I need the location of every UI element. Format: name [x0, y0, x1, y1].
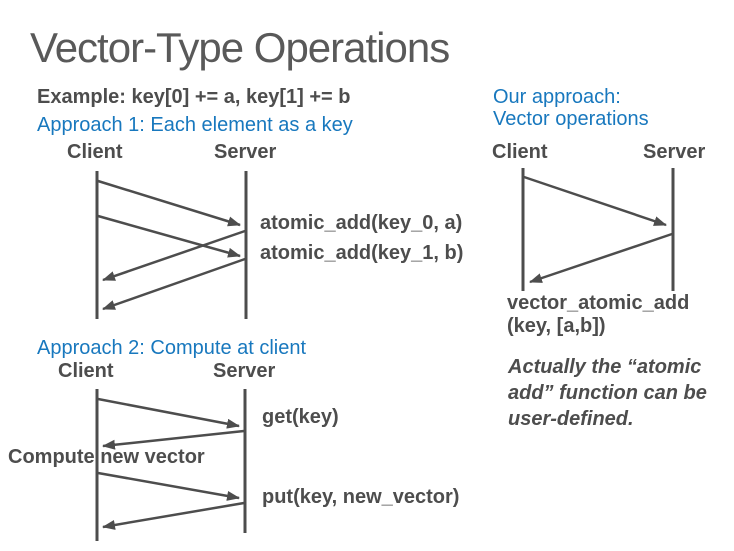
approach2-get-response-arrow	[102, 429, 245, 450]
example-text: Example: key[0] += a, key[1] += b	[37, 86, 351, 108]
approach1-request-arrow-1	[97, 179, 241, 227]
our-approach-diagram	[521, 168, 675, 291]
approach2-put-request-arrow	[97, 471, 240, 501]
approach2-compute-label: Compute new vector	[8, 446, 205, 468]
atomic-add-note: Actually the “atomic add” function can b…	[508, 356, 707, 430]
approach1-client-label: Client	[67, 141, 123, 163]
approach1-heading: Approach 1: Each element as a key	[37, 114, 353, 136]
approach1-response-arrow-2	[102, 257, 246, 311]
approach2-diagram	[95, 389, 247, 541]
approach2-get-request-arrow	[97, 397, 240, 429]
approach1-diagram	[95, 171, 248, 319]
approach2-client-label: Client	[58, 360, 114, 382]
approach1-request-arrow-2	[97, 214, 241, 258]
approach2-heading: Approach 2: Compute at client	[37, 337, 307, 359]
our-approach-message-line1: vector_atomic_add	[507, 292, 690, 314]
our-approach-request-arrow	[523, 175, 667, 227]
our-approach-response-arrow	[529, 232, 673, 284]
approach2-server-label: Server	[213, 360, 276, 382]
approach1-server-label: Server	[214, 141, 277, 163]
our-approach-client-label: Client	[492, 141, 548, 163]
slide-title: Vector-Type Operations	[30, 24, 450, 71]
approach2-put-response-arrow	[102, 501, 245, 530]
approach1-message-1: atomic_add(key_0, a)	[260, 212, 463, 234]
our-approach-heading-line2: Vector operations	[493, 108, 649, 130]
approach2-put-label: put(key, new_vector)	[262, 486, 460, 508]
our-approach-server-label: Server	[643, 141, 706, 163]
our-approach-message-line2: (key, [a,b])	[507, 315, 606, 337]
approach1-response-arrow-1	[102, 229, 246, 282]
our-approach-heading-line1: Our approach:	[493, 86, 621, 108]
approach1-message-2: atomic_add(key_1, b)	[260, 242, 464, 264]
approach2-get-label: get(key)	[262, 406, 339, 428]
